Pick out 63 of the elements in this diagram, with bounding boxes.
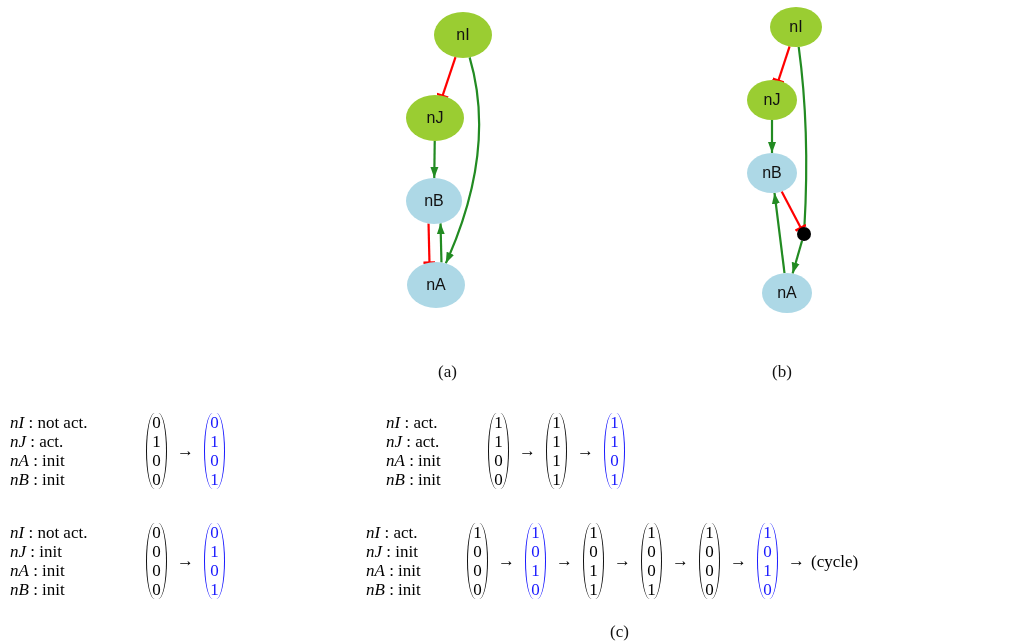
state-label: nJ : act. [386, 432, 441, 451]
arrow [768, 120, 776, 153]
state-label: nI : not act. [10, 413, 89, 432]
transition-arrow: → [788, 551, 805, 571]
inhibition-line [780, 190, 808, 232]
transition-arrow: → [519, 441, 536, 461]
transition-arrow: → [498, 551, 515, 571]
column-vector: 1 1 0 0 [488, 413, 509, 489]
node-ellipse: nI [434, 12, 492, 58]
state-label: nB : init [10, 580, 66, 599]
cycle-note: (cycle) [811, 551, 859, 571]
transition-arrow: → [177, 441, 194, 461]
column-vector: 1 0 1 1 [583, 523, 604, 599]
state-label: nI : act. [366, 523, 419, 542]
state-label: nI : not act. [10, 523, 89, 542]
state-label: nJ : init [366, 542, 419, 561]
state-label: nA : init [10, 561, 66, 580]
state-label: nA : init [386, 451, 442, 470]
node-ellipse: nB [747, 153, 797, 193]
node-ellipse: nJ [747, 80, 797, 120]
junction-dot [797, 227, 811, 241]
state-label: nJ : init [10, 542, 63, 561]
column-vector: 1 1 0 1 [604, 413, 625, 489]
connector-line [797, 46, 808, 228]
column-vector: 1 0 1 0 [757, 523, 778, 599]
state-label: nB : init [366, 580, 422, 599]
column-vector: 1 0 0 0 [699, 523, 720, 599]
column-vector: 1 0 1 0 [525, 523, 546, 599]
node-ellipse: nA [762, 273, 812, 313]
transition-arrow: → [577, 441, 594, 461]
arrow [771, 192, 786, 274]
state-label: nA : init [366, 561, 422, 580]
transition-arrow: → [730, 551, 747, 571]
state-label: nB : init [386, 470, 442, 489]
transition-arrow: → [177, 551, 194, 571]
inhibition-line [771, 46, 791, 84]
column-vector: 0 1 0 1 [204, 523, 225, 599]
column-vector: 1 1 1 1 [546, 413, 567, 489]
arrow [430, 141, 439, 178]
node-ellipse: nI [770, 7, 822, 47]
column-vector: 1 0 0 0 [467, 523, 488, 599]
transition-arrow: → [556, 551, 573, 571]
panel-label: (b) [772, 362, 792, 382]
arrow [444, 57, 481, 264]
transition-arrow: → [672, 551, 689, 571]
inhibition-line [422, 223, 437, 264]
panel-label: (a) [438, 362, 457, 382]
node-ellipse: nJ [406, 95, 464, 141]
state-label: nA : init [10, 451, 66, 470]
node-ellipse: nB [406, 178, 462, 224]
panel-label: (c) [610, 622, 629, 642]
state-label: nJ : act. [10, 432, 65, 451]
column-vector: 0 0 0 0 [146, 523, 167, 599]
transition-arrow: → [614, 551, 631, 571]
column-vector: 1 0 0 1 [641, 523, 662, 599]
arrow [791, 240, 804, 274]
state-label: nB : init [10, 470, 66, 489]
state-label: nI : act. [386, 413, 439, 432]
node-ellipse: nA [407, 262, 465, 308]
arrow [436, 223, 445, 263]
column-vector: 0 1 0 1 [204, 413, 225, 489]
inhibition-line [435, 56, 457, 99]
column-vector: 0 1 0 0 [146, 413, 167, 489]
